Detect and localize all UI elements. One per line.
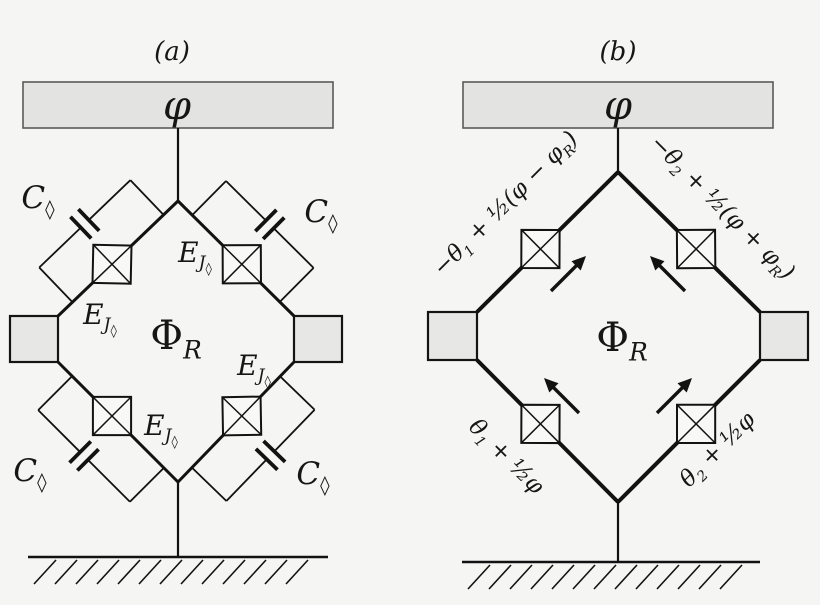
capacitor-plate-icon [262,439,287,464]
ground-hatch [530,564,554,590]
junction-label: EJ◊ [143,409,178,450]
capacitor-branch [225,458,268,502]
capacitor-plate-icon [75,447,100,472]
arrow-shaft [655,383,687,415]
junction-cross [676,404,716,444]
junction-label: EJ◊ [82,298,117,339]
capacitor-branch [88,179,131,221]
arrow-head-icon [544,378,559,393]
bar-phi-label-a: φ [163,83,191,129]
capacitor-branch [273,227,315,269]
island-right [758,310,810,362]
ground-hatch [285,559,309,585]
capacitor-branch [37,375,73,411]
ground-hatch [243,559,267,585]
capacitor-plate-icon [69,215,93,240]
capacitor-plate-icon [77,207,101,233]
caption-b: (b) [600,37,637,67]
junction-cross [221,396,262,436]
ground-hatch [509,564,533,590]
junction-cross [520,404,561,444]
circuit-shapes-a [28,128,328,585]
ground-hatch [33,559,57,585]
junction-cross [222,244,262,284]
capacitor-branch [37,409,81,453]
capacitor-label: C◊ [21,180,55,220]
flux-bar [462,81,774,129]
arrow-shaft [549,261,581,293]
capacitor-branch [87,459,131,503]
capacitor-branch [279,375,316,411]
ground-hatch [201,559,225,585]
arm-phase-label-upper-right: −θ2 + ½(φ + φR) [642,130,799,287]
ground-hatch [96,559,120,585]
ground-hatch [614,564,638,590]
loop-flux-label-b: ΦR [596,315,647,367]
ground-hatch [138,559,162,585]
island-left [8,314,60,364]
flux-bar [22,81,334,129]
circuit-shapes-b [462,128,762,590]
ground-hatch [467,564,491,590]
ground-hatch [572,564,596,590]
junction-cross [92,396,132,436]
capacitor-branch [225,180,267,222]
ground-hatch [551,564,575,590]
ground-hatch [180,559,204,585]
arrow-head-icon [571,256,586,271]
bar-phi-label-b: φ [604,83,632,129]
ground-hatch [488,564,512,590]
junction-label: EJ◊ [236,349,271,390]
panel-a: (a) φ ΦR EJ◊ EJ◊ EJ◊ EJ◊ C◊ C◊ C◊ C◊ [8,37,344,585]
ground-hatch [719,564,743,590]
ground-hatch [117,559,141,585]
arrow-head-icon [650,256,665,271]
ground-hatch [159,559,183,585]
arm-phase-label-upper-left: −θ1 + ½(φ − φR) [428,126,585,283]
capacitor-plate-icon [253,208,278,233]
ground-hatch [635,564,659,590]
island-right [292,314,344,364]
capacitor-label: C◊ [304,194,338,234]
junction-cross [92,244,132,285]
ground-hatch [698,564,722,590]
junction-label: EJ◊ [177,236,212,277]
capacitor-plate-icon [68,440,93,465]
capacitor-branch [191,466,228,502]
capacitor-branch [279,267,315,303]
arrow-shaft [549,383,581,415]
loop-flux-label-a: ΦR [150,313,201,365]
arrow-shaft [655,261,687,293]
capacitor-label: C◊ [13,453,47,493]
ground-hatch [222,559,246,585]
ground-hatch [656,564,680,590]
capacitor-label: C◊ [296,456,330,496]
capacitor-branch [191,180,227,216]
junction-cross [520,229,561,269]
capacitor-branch [273,409,316,453]
ground-hatch [593,564,617,590]
capacitor-branch [129,467,165,503]
capacitor-plate-icon [261,216,286,241]
capacitor-branch [129,179,165,216]
arrow-head-icon [677,378,692,393]
capacitor-branch [38,227,82,269]
ground-hatch [54,559,78,585]
panel-b: (b) φ ΦR −θ1 + ½(φ − φR) −θ2 + ½(φ + φR)… [426,37,810,590]
ground-hatch [75,559,99,585]
ground-hatch [677,564,701,590]
island-left [426,310,479,362]
junction-cross [676,229,716,269]
capacitor-plate-icon [254,447,279,472]
caption-a: (a) [154,37,190,67]
capacitor-branch [38,266,74,303]
ground-hatch [264,559,288,585]
